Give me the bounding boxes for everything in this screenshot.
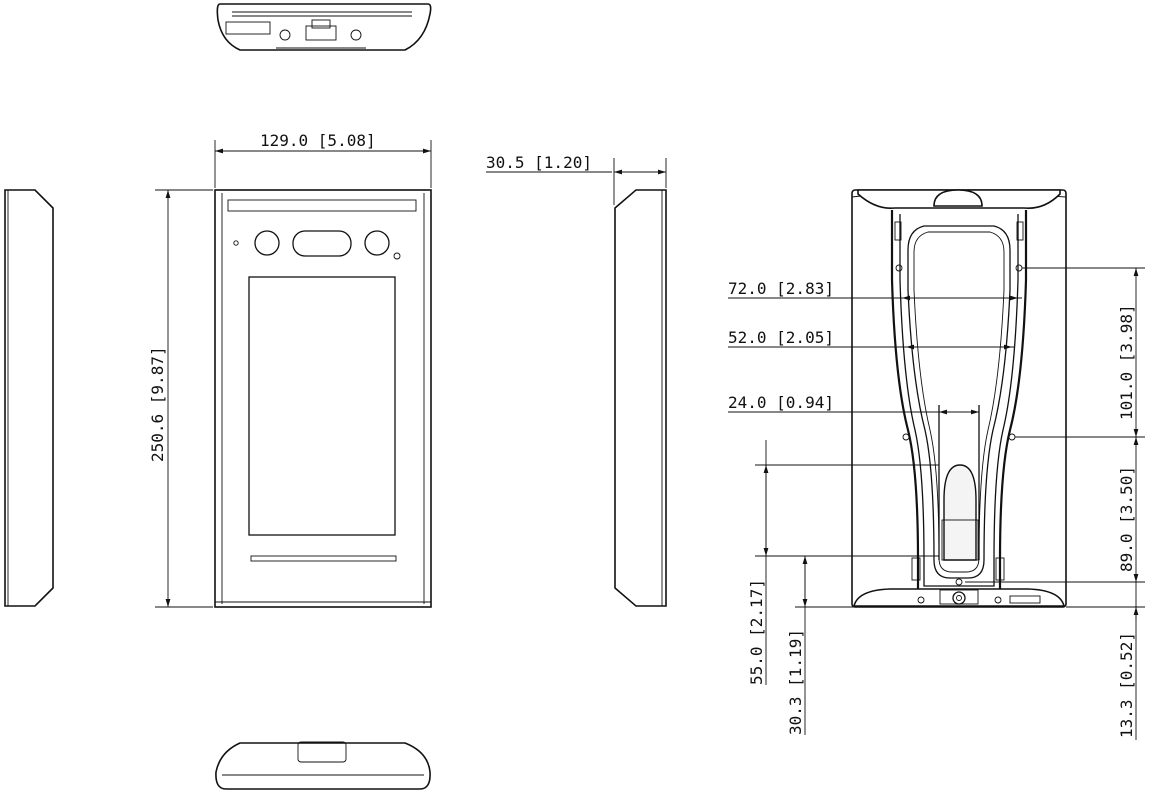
dim-width: 129.0 [5.08]: [214, 131, 432, 188]
camera-lens-left: [254, 230, 280, 256]
camera-lens-right: [364, 230, 390, 256]
indicator-dot: [233, 240, 239, 246]
bottom-view: [215, 741, 431, 790]
camera-lens-center: [292, 230, 352, 257]
bracket-width-outer-label: 72.0 [2.83]: [728, 279, 834, 298]
bottom-offset-label: 13.3 [0.52]: [1117, 632, 1136, 738]
front-view: [214, 189, 432, 608]
lower-hole-spacing-label: 89.0 [3.50]: [1117, 466, 1136, 572]
right-side-view: [614, 189, 667, 607]
dim-bracket-vertical: 101.0 [3.98] 89.0 [3.50] 13.3 [0.52]: [965, 267, 1145, 740]
slot-offset-label: 30.3 [1.19]: [786, 629, 805, 735]
left-side-view: [4, 189, 54, 607]
dim-height: 250.6 [9.87]: [148, 189, 213, 608]
bracket-view: [851, 189, 1067, 608]
depth-label: 30.5 [1.20]: [486, 153, 592, 172]
bracket-width-inner-label: 52.0 [2.05]: [728, 328, 834, 347]
sensor-dot: [393, 252, 401, 260]
top-view: [216, 3, 432, 51]
height-label: 250.6 [9.87]: [148, 346, 167, 462]
dim-bracket-widths: 72.0 [2.83] 52.0 [2.05] 24.0 [0.94]: [728, 279, 1022, 415]
bracket-slot-label: 24.0 [0.94]: [728, 393, 834, 412]
dim-depth: 30.5 [1.20]: [486, 153, 667, 205]
width-label: 129.0 [5.08]: [260, 131, 376, 150]
upper-hole-spacing-label: 101.0 [3.98]: [1117, 304, 1136, 420]
screen: [248, 276, 396, 536]
bottom-slot: [250, 555, 397, 562]
slot-height-label: 55.0 [2.17]: [747, 579, 766, 685]
dim-bracket-slot-vertical: 55.0 [2.17] 30.3 [1.19]: [747, 440, 940, 735]
front-top-strip: [227, 199, 417, 212]
